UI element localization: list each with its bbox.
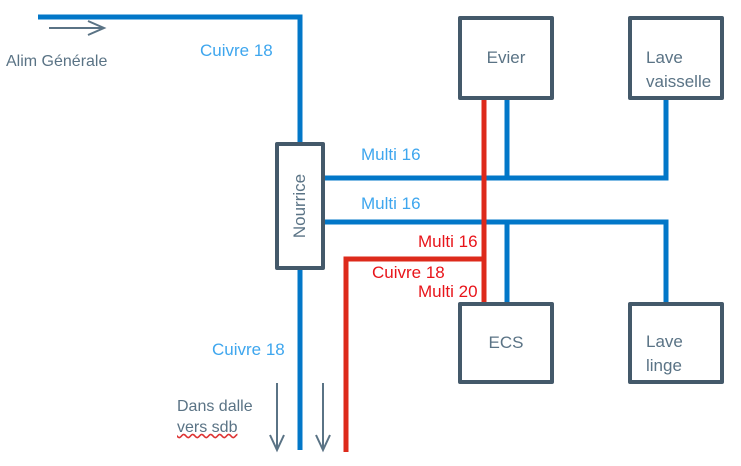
lave-linge-label-1: Lave: [646, 332, 683, 351]
nourrice-box: Nourrice: [275, 142, 325, 270]
lave-vaisselle-label-1: Lave: [646, 48, 683, 67]
cold-pipe-ecs-lave-linge: [325, 219, 669, 302]
vers-sdb-label: vers sdb: [177, 419, 238, 436]
cuivre-18-bottom-label: Cuivre 18: [212, 340, 285, 359]
cuivre-18-hot-label: Cuivre 18: [372, 263, 445, 282]
ecs-box: ECS: [458, 302, 554, 384]
lave-vaisselle-box: Lave vaisselle: [628, 16, 724, 100]
arrow-right-icon: [49, 20, 107, 36]
lave-linge-box: Lave linge: [628, 302, 724, 384]
multi-16-label-1: Multi 16: [361, 145, 421, 164]
multi-16-label-2: Multi 16: [361, 194, 421, 213]
cuivre-18-top-label: Cuivre 18: [200, 41, 273, 60]
multi-16-hot-label: Multi 16: [418, 232, 478, 251]
dans-dalle-label: Dans dalle: [177, 398, 253, 415]
arrow-down-icon: [315, 383, 331, 453]
cold-main-pipe: [38, 14, 303, 450]
lave-vaisselle-label-2: vaisselle: [646, 72, 712, 91]
hot-pipe-sdb: [343, 256, 484, 452]
multi-20-hot-label: Multi 20: [418, 282, 478, 301]
cold-pipe-evier-lave-vaisselle: [325, 98, 669, 181]
alim-generale-label: Alim Générale: [6, 53, 108, 70]
arrow-down-icon: [269, 383, 285, 453]
ecs-label: ECS: [488, 333, 524, 352]
evier-label: Evier: [486, 48, 526, 67]
evier-box: Evier: [458, 16, 554, 100]
nourrice-label: Nourrice: [290, 173, 309, 239]
lave-linge-label-2: linge: [646, 356, 682, 375]
